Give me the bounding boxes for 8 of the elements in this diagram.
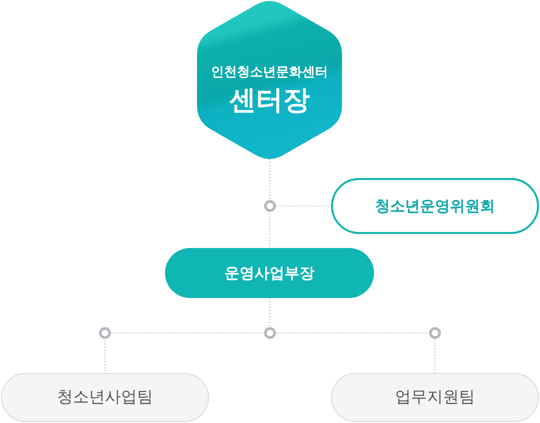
connector-line	[268, 298, 436, 373]
pill-box: 업무지원팀	[331, 373, 539, 422]
subtitle-text: 인천청소년문화센터	[210, 66, 329, 79]
pill-box: 청소년운영위원회	[331, 178, 539, 234]
title-text: 센터장	[228, 87, 311, 114]
connector-line	[268, 159, 270, 248]
pill-box: 청소년사업팀	[1, 373, 209, 422]
pill-box: 운영사업부장	[165, 248, 374, 298]
